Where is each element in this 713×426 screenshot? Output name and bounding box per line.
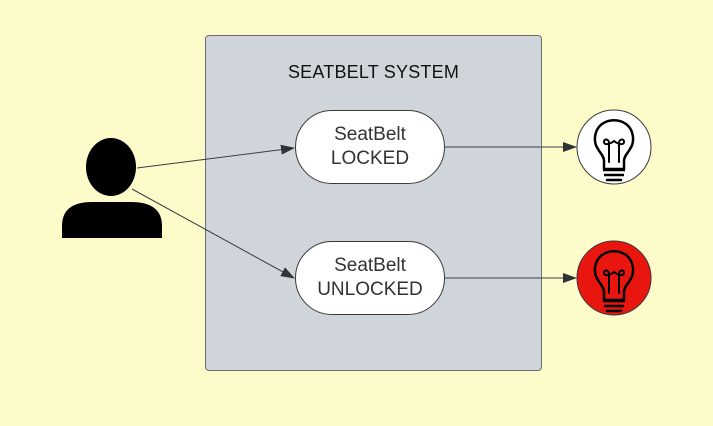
lightbulb-icon bbox=[576, 240, 652, 316]
use-case-label-line2: LOCKED bbox=[330, 148, 410, 169]
arrow-actor-to-locked bbox=[136, 144, 295, 169]
system-title: SEATBELT SYSTEM bbox=[287, 62, 460, 82]
use-case-label-line2: UNLOCKED bbox=[317, 279, 423, 300]
lightbulb-icon bbox=[576, 109, 652, 185]
arrow-actor-to-unlocked bbox=[131, 188, 295, 279]
system-boundary bbox=[205, 35, 542, 371]
use-case-label-line1: SeatBelt bbox=[334, 124, 406, 145]
use-case-unlocked: SeatBelt UNLOCKED bbox=[295, 241, 445, 315]
use-case-label-line1: SeatBelt bbox=[334, 255, 406, 276]
person-icon bbox=[62, 138, 162, 238]
use-case-locked: SeatBelt LOCKED bbox=[295, 110, 445, 184]
